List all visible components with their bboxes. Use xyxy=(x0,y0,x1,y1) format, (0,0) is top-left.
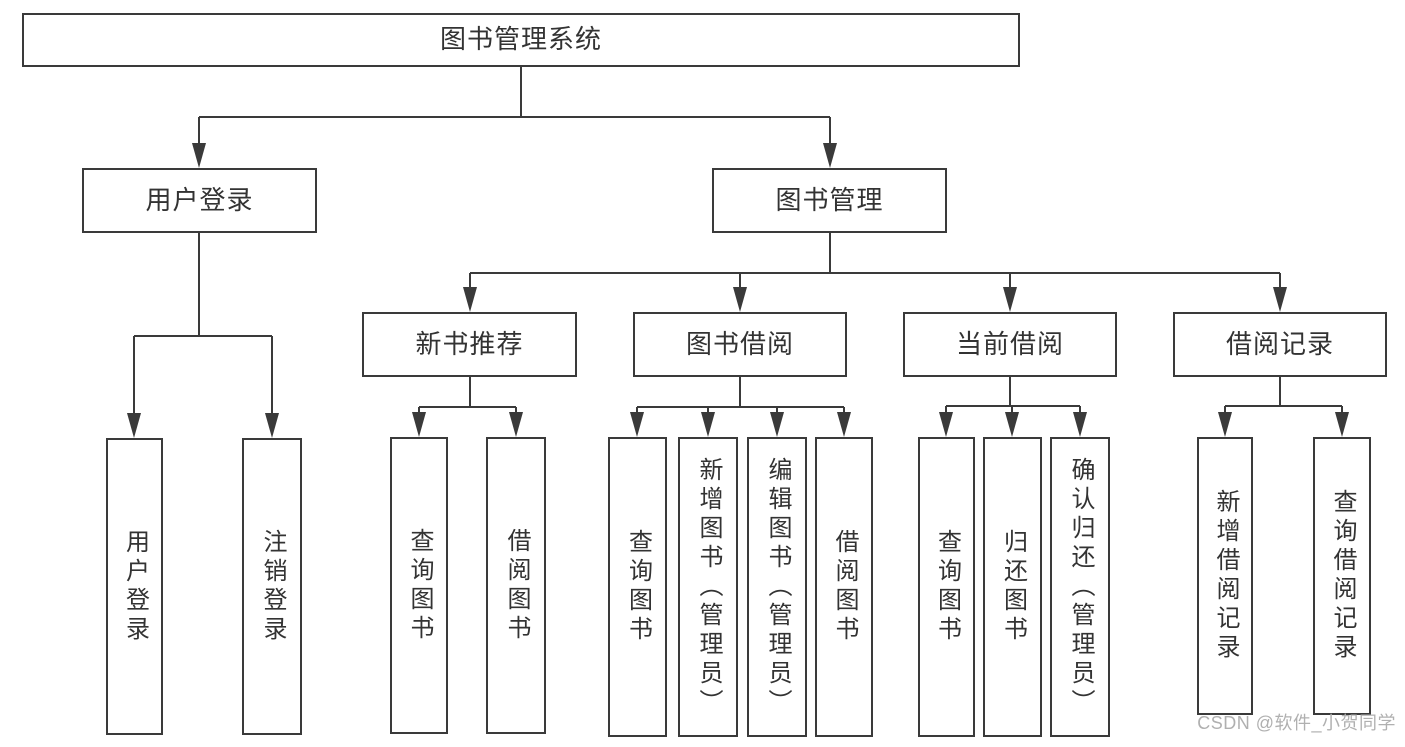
connector-path xyxy=(134,67,1342,408)
node-label: 归还图书 xyxy=(999,529,1027,645)
node-label: 查询图书 xyxy=(624,529,652,645)
leaf-borrow-books-2: 借阅图书 xyxy=(815,437,873,737)
node-label: 图书借阅 xyxy=(685,328,794,359)
leaf-query-books-2: 查询图书 xyxy=(608,437,667,737)
node-label: 新增图书（管理员） xyxy=(695,456,722,718)
node-label: 注销登录 xyxy=(259,528,286,645)
leaf-query-books-3: 查询图书 xyxy=(918,437,975,737)
node-current-borrowing: 当前借阅 xyxy=(903,312,1117,377)
node-user-login: 用户登录 xyxy=(82,168,317,233)
leaf-confirm-return-admin: 确认归还（管理员） xyxy=(1050,437,1110,737)
leaf-logout: 注销登录 xyxy=(242,438,302,735)
node-new-book-recommend: 新书推荐 xyxy=(362,312,577,377)
node-label: 借阅图书 xyxy=(831,529,858,645)
node-label: 用户登录 xyxy=(145,184,254,215)
node-book-borrowing: 图书借阅 xyxy=(633,312,847,377)
leaf-borrow-books-1: 借阅图书 xyxy=(486,437,546,734)
node-label: 图书管理 xyxy=(775,184,884,215)
node-label: 图书管理系统 xyxy=(439,24,602,55)
node-label: 借阅记录 xyxy=(1225,328,1334,359)
leaf-edit-book-admin: 编辑图书（管理员） xyxy=(747,437,807,737)
node-label: 借阅图书 xyxy=(503,527,530,644)
leaf-add-borrow-record: 新增借阅记录 xyxy=(1197,437,1253,715)
leaf-user-login: 用户登录 xyxy=(106,438,163,735)
leaf-query-borrow-record: 查询借阅记录 xyxy=(1313,437,1371,715)
leaf-return-books: 归还图书 xyxy=(983,437,1042,737)
node-label: 查询借阅记录 xyxy=(1329,489,1356,663)
leaf-add-book-admin: 新增图书（管理员） xyxy=(678,437,738,737)
node-label: 用户登录 xyxy=(121,528,149,645)
node-label: 新书推荐 xyxy=(415,328,524,359)
node-label: 确认归还（管理员） xyxy=(1067,456,1094,718)
node-label: 新增借阅记录 xyxy=(1212,489,1239,663)
watermark: CSDN @软件_小贺同学 xyxy=(1197,713,1396,733)
leaf-query-books-1: 查询图书 xyxy=(390,437,448,734)
node-label: 查询图书 xyxy=(933,529,961,645)
node-label: 编辑图书（管理员） xyxy=(764,456,791,718)
node-borrow-records: 借阅记录 xyxy=(1173,312,1387,377)
node-label: 查询图书 xyxy=(406,527,433,644)
node-book-management: 图书管理 xyxy=(712,168,947,233)
node-library-system: 图书管理系统 xyxy=(22,13,1020,67)
arrowheads xyxy=(127,117,1349,438)
node-label: 当前借阅 xyxy=(955,328,1064,359)
